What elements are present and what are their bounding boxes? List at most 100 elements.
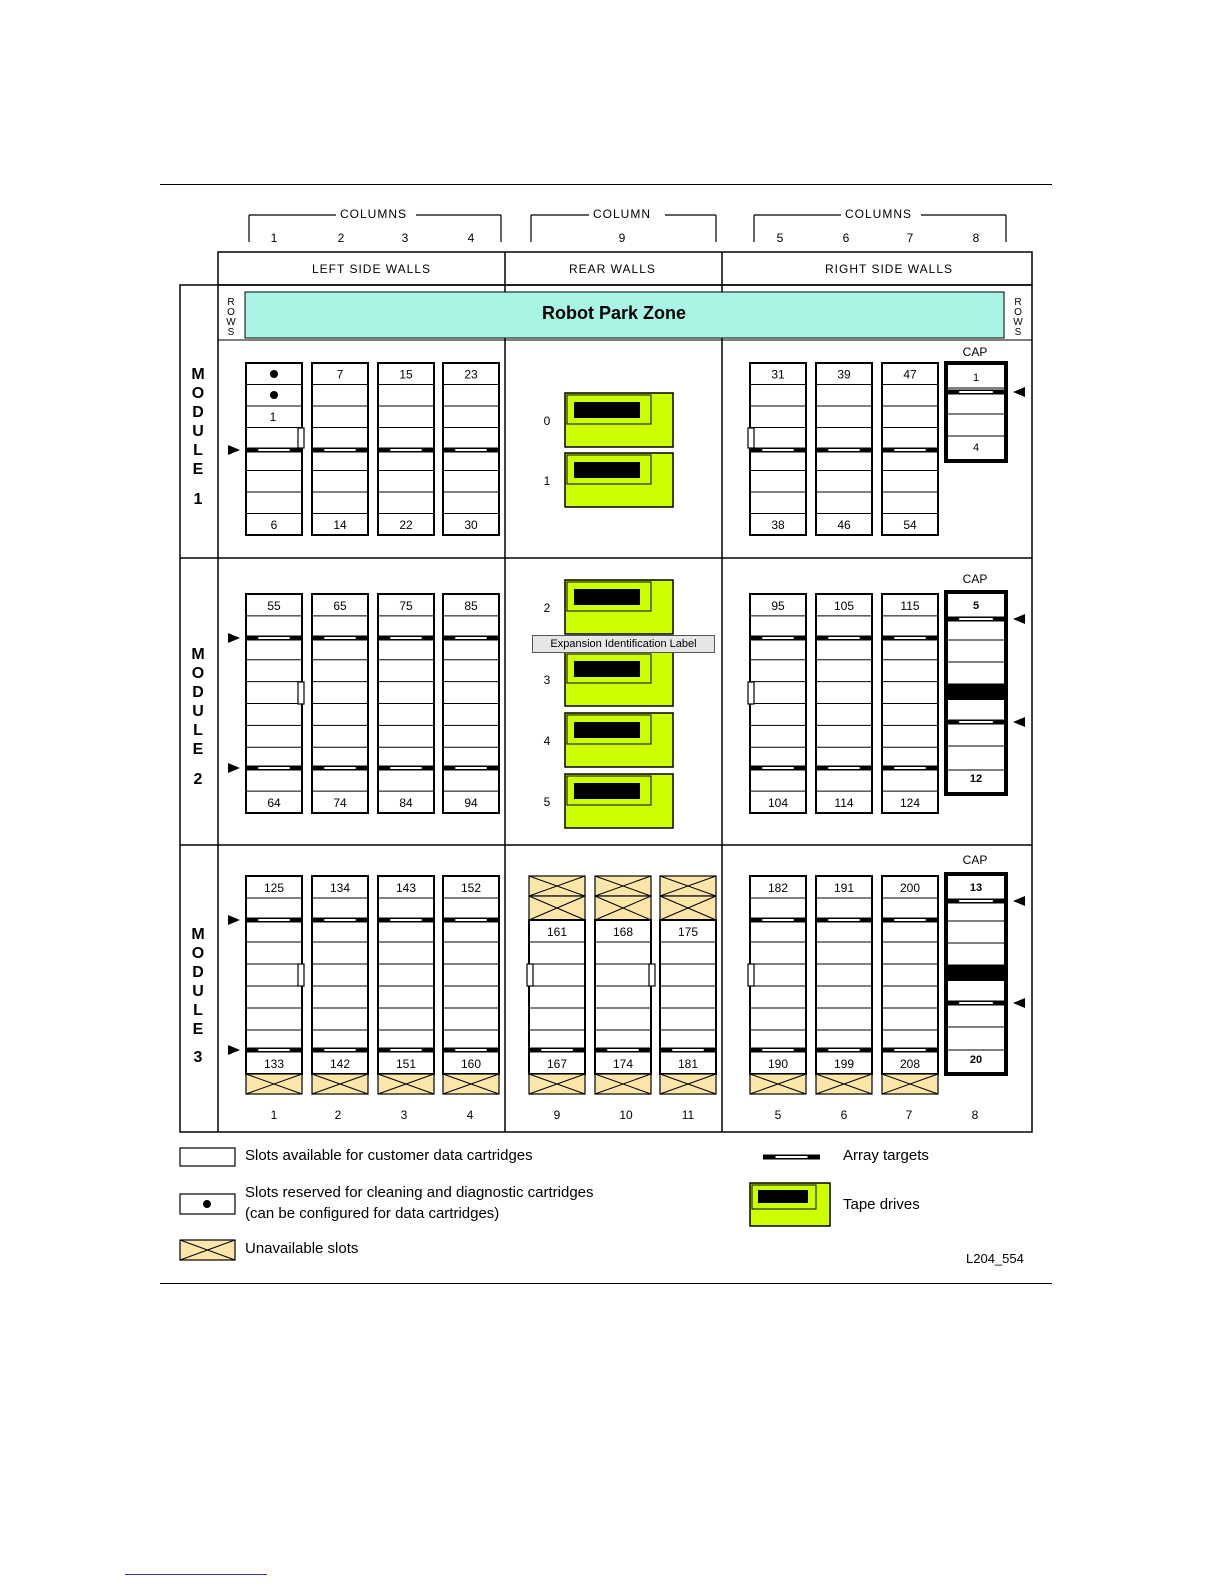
m3-rear-col-1-unavailable-2-x2 [528, 895, 586, 921]
m3-right-col-3-bottom-number: 208 [900, 1057, 920, 1071]
module-2-label-letter: M [191, 646, 205, 663]
m3-rear-col-3-unavailable-1-x2 [659, 875, 717, 897]
m1-cap-top-number: 1 [973, 372, 979, 384]
footer-link-underline [125, 1574, 267, 1575]
m3-right-col-2-array-target-1-inner [828, 1049, 860, 1051]
m3-left-col-4-array-target-1-inner [455, 1049, 487, 1051]
m1-left-col-3-bottom-number: 22 [399, 518, 413, 532]
m3-right-col-2-unavailable-x2 [815, 1073, 873, 1095]
module-3-label-letter: M [191, 926, 205, 943]
m1-right-col-2-top-number: 39 [837, 367, 851, 381]
expansion-id-tooltip: Expansion Identification Label [532, 635, 715, 653]
figure-id: L204_554 [966, 1251, 1024, 1266]
bottom-left-col-num-0: 1 [271, 1108, 278, 1122]
m3-left-col-3 [377, 875, 435, 1075]
m3-right-col-2 [815, 875, 873, 1075]
m3-left-col-3-bottom-number: 151 [396, 1057, 416, 1071]
m3-rear-col-1-array-target-0-inner [541, 1049, 573, 1051]
rows-left-letter: O [227, 307, 235, 318]
m3-rear-col-3-array-target-0-inner [672, 1049, 704, 1051]
legend-reserved-text-2: (can be configured for data cartridges) [245, 1205, 500, 1222]
bottom-right-col-num-1: 6 [841, 1108, 848, 1122]
m3-cap-bottom-number: 20 [970, 1054, 982, 1066]
module-3-label-letter: D [192, 964, 204, 981]
rows-right-letter: S [1015, 327, 1022, 338]
right-side-walls-label: RIGHT SIDE WALLS [825, 262, 954, 276]
m2-target-arrow-2 [228, 763, 240, 773]
m3-rear-col-3-unavailable-3-x2 [659, 1073, 717, 1095]
bottom-left-col-num-2: 3 [401, 1108, 408, 1122]
m2-right-col-2-bottom-number: 114 [834, 796, 853, 810]
bottom-rear-col-num-2: 11 [682, 1108, 695, 1122]
columns-right-bracket-num-0: 5 [777, 231, 784, 245]
m1-right-col-3-top-number: 47 [903, 367, 917, 381]
module-2-label-letter: D [192, 684, 204, 701]
m1-cap [944, 361, 1008, 463]
m3-left-col-3-array-target-1-inner [390, 1049, 422, 1051]
module-1-number: 1 [193, 491, 203, 508]
columns-left-bracket-num-2: 3 [402, 231, 409, 245]
m3-rear-col-2-unavailable-3-x2 [594, 1073, 652, 1095]
m1-left-col-1-bottom-number: 6 [271, 518, 278, 532]
bottom-right-col-num-3: 8 [972, 1108, 979, 1122]
bottom-rear-col-num-0: 9 [554, 1108, 561, 1122]
m2-left-col-2-bottom-number: 74 [333, 796, 347, 810]
module-1-label-letter: O [191, 385, 205, 402]
m3-left-col-2 [311, 875, 369, 1075]
m1-right-col-3-array-target-0-inner [894, 449, 926, 451]
m3-left-col-1-array-target-0-inner [258, 919, 290, 921]
m2-drive-label-4: 4 [544, 734, 551, 748]
m2-left-col-2-array-target-1-inner [324, 767, 356, 769]
m3-left-col-2-bottom-number: 142 [330, 1057, 350, 1071]
m1-cap-arrow [1013, 387, 1025, 397]
m3-rear-col-3-unavailable-2-x2 [659, 895, 717, 921]
m3-cap-arrow-1 [1013, 896, 1025, 906]
columns-right-bracket-num-3: 8 [973, 231, 980, 245]
m3-left-col-4-unavailable-x2 [442, 1073, 500, 1095]
m1-target-arrow [228, 445, 240, 455]
columns-right-bracket-num-1: 6 [843, 231, 850, 245]
m3-rear-col-2-bottom-number: 174 [613, 1057, 633, 1071]
m3-left-col-1-top-number: 125 [264, 881, 284, 895]
m1-reserved-dot-1 [270, 370, 278, 378]
legend-array-target-swatch-inner [775, 1156, 808, 1158]
m1-left-col-1-tab [297, 427, 305, 449]
m2-left-col-3-top-number: 75 [399, 599, 413, 613]
bottom-right-col-num-2: 7 [906, 1108, 913, 1122]
columns-left-bracket-num-3: 4 [468, 231, 475, 245]
m2-target-arrow-1 [228, 633, 240, 643]
m1-left-col-4-array-target-0-inner [455, 449, 487, 451]
m3-left-col-1-bottom-number: 133 [264, 1057, 284, 1071]
rows-right-letter: R [1014, 297, 1021, 308]
m3-rear-col-1-tab [526, 963, 534, 987]
columns-left-label: COLUMNS [340, 207, 408, 221]
m2-tape-drive-3-slot [574, 661, 640, 677]
m3-left-col-1-tab [297, 963, 305, 987]
robot-park-zone [244, 291, 1005, 339]
module-2-label-letter: O [191, 665, 205, 682]
rows-right-letter: W [1013, 317, 1023, 328]
column-center-bracket-num-0: 9 [619, 231, 626, 245]
m3-cap-arrow-2 [1013, 998, 1025, 1008]
m2-right-col-3-top-number: 115 [900, 599, 919, 613]
legend-unavailable-swatch-x2 [179, 1239, 236, 1261]
m1-left-col-1-array-target-0-inner [258, 449, 290, 451]
m3-rear-col-1-unavailable-1-x2 [528, 875, 586, 897]
module-1-label-letter: M [191, 366, 205, 383]
legend-tape-drive-slot [758, 1190, 808, 1203]
m3-left-col-3-top-number: 143 [396, 881, 416, 895]
robot-park-zone-label: Robot Park Zone [541, 303, 686, 323]
m2-left-col-1-bottom-number: 64 [267, 796, 281, 810]
m3-left-col-3-unavailable-x2 [377, 1073, 435, 1095]
m3-right-col-3 [881, 875, 939, 1075]
m1-cap-array-target-inner [959, 391, 993, 393]
module-2-label-letter: E [192, 741, 204, 758]
legend-array-targets-text: Array targets [843, 1147, 929, 1164]
m1-right-col-1-bottom-number: 38 [771, 518, 785, 532]
m2-tape-drive-2-slot [574, 589, 640, 605]
m2-left-col-2-array-target-0-inner [324, 637, 356, 639]
m1-left-col-2-top-number: 7 [337, 367, 344, 381]
m3-right-col-1-unavailable-x2 [749, 1073, 807, 1095]
m3-left-col-4-bottom-number: 160 [461, 1057, 481, 1071]
